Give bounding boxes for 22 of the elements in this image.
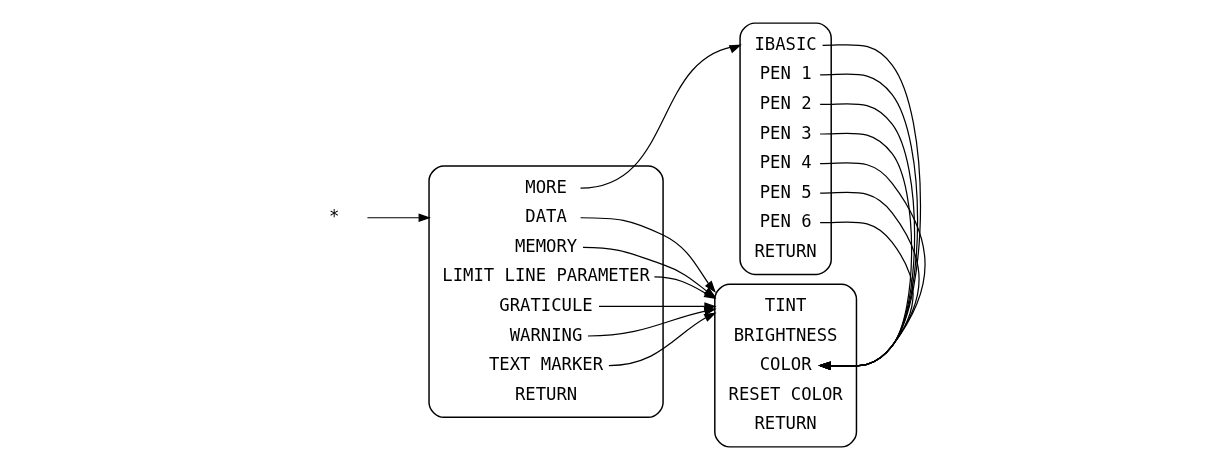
node-text: PEN 4 [759, 152, 812, 173]
node-text: IBASIC [754, 33, 817, 54]
node-text: BRIGHTNESS [733, 324, 838, 345]
node-text: MEMORY [514, 235, 577, 256]
node-text: RETURN [754, 240, 817, 261]
node-text: PEN 1 [759, 63, 812, 84]
node-text: MORE [524, 176, 567, 197]
node-text: RETURN [754, 413, 817, 434]
node-text: WARNING [509, 324, 582, 345]
node-text: RESET COLOR [728, 383, 843, 404]
node-text: RETURN [514, 383, 577, 404]
node-text: PEN 3 [759, 122, 812, 143]
node-text: TEXT MARKER [488, 354, 603, 375]
node-text: TINT [764, 295, 806, 315]
node-text: * [328, 206, 339, 227]
node-text: COLOR [759, 354, 812, 375]
node-text: DATA [524, 206, 567, 227]
node-text: LIMIT LINE PARAMETER [441, 265, 650, 286]
node-text: PEN 6 [759, 211, 812, 232]
node-text: GRATICULE [498, 295, 593, 315]
node-text: PEN 5 [759, 181, 812, 202]
node-text: PEN 2 [759, 92, 812, 113]
